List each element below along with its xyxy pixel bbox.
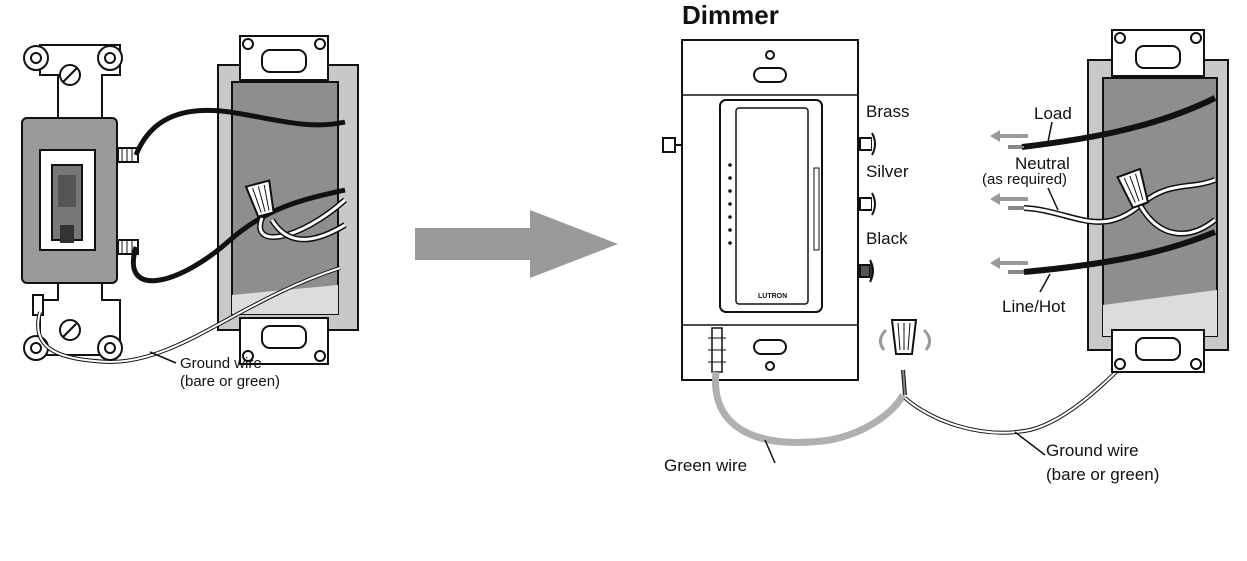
load-arrow-icon — [990, 130, 1028, 142]
right-wall-box — [1087, 29, 1229, 373]
left-black-wire-top — [133, 107, 346, 156]
line-hot-label: Line/Hot — [1002, 297, 1066, 316]
brand-logo: LUTRON — [758, 293, 787, 300]
neutral-note-label: (as required) — [982, 171, 1068, 188]
diagram-title: Dimmer — [682, 0, 779, 30]
twist-arrows-icon — [879, 328, 931, 351]
terminal-screw-top-icon — [117, 147, 139, 163]
old-toggle-switch — [21, 44, 139, 361]
load-label: Load — [1034, 104, 1072, 123]
black-label: Black — [866, 229, 908, 248]
dimmer-left-screw-icon — [662, 137, 682, 153]
silver-terminal-icon — [859, 192, 876, 216]
dimmer-rocker — [735, 107, 809, 305]
brass-terminal-icon — [859, 132, 876, 156]
wire-nut-icon — [244, 179, 275, 218]
dimmer-slider — [813, 167, 820, 251]
transition-arrow-icon — [415, 210, 618, 278]
brass-label: Brass — [866, 102, 910, 121]
left-ground-wire-label: Ground wire — [180, 355, 262, 372]
neutral-arrow-icon — [990, 193, 1028, 205]
line-arrow-icon — [990, 257, 1028, 269]
green-wire-label: Green wire — [664, 456, 748, 475]
left-black-wire-bottom — [131, 187, 346, 284]
dimmer-led-dots — [728, 163, 732, 245]
silver-label: Silver — [866, 162, 909, 181]
left-ground-wire-note: (bare or green) — [180, 373, 281, 390]
dimmer-green-wire-stub — [708, 327, 726, 373]
right-ground-wire-label: Ground wire — [1046, 441, 1139, 460]
neutral-label: Neutral — [1015, 154, 1070, 173]
ground-wire-nut-icon — [890, 319, 918, 355]
right-wire-nut-icon — [1116, 167, 1150, 210]
right-ground-wire-note: (bare or green) — [1046, 465, 1160, 484]
green-wire — [712, 371, 907, 446]
right-wires — [990, 95, 1217, 293]
dimmer-device: LUTRON — [662, 39, 876, 381]
left-wires — [36, 107, 347, 365]
black-terminal-icon — [859, 259, 874, 283]
line-hot-wire — [1023, 229, 1217, 275]
load-wire — [1021, 95, 1217, 150]
